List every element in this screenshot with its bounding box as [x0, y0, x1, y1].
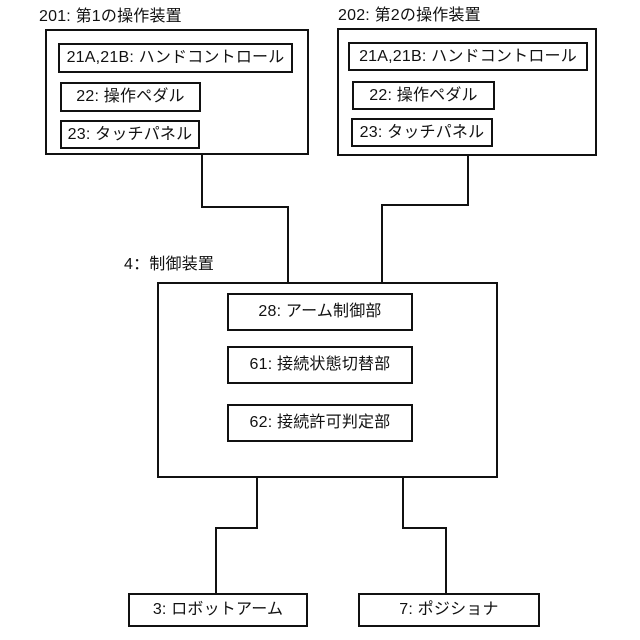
device1-title-label: 201: 第1の操作装置 [39, 8, 182, 25]
device1-item-hand-control: 21A,21B: ハンドコントロール [58, 43, 293, 73]
device2-item-operation-pedal: 22: 操作ペダル [352, 81, 495, 110]
positioner-box: 7: ポジショナ [358, 593, 540, 627]
connector-device1-to-controller [201, 153, 289, 284]
connector-controller-to-robot-arm [215, 476, 258, 595]
controller-box: 28: アーム制御部 61: 接続状態切替部 62: 接続許可判定部 [157, 282, 498, 478]
connector-device2-to-controller [381, 154, 469, 284]
device2-box: 21A,21B: ハンドコントロール 22: 操作ペダル 23: タッチパネル [337, 28, 597, 156]
device1-box: 21A,21B: ハンドコントロール 22: 操作ペダル 23: タッチパネル [45, 29, 309, 155]
controller-item-arm-control: 28: アーム制御部 [227, 293, 413, 331]
controller-item-connection-permission-judge: 62: 接続許可判定部 [227, 404, 413, 442]
robot-arm-box: 3: ロボットアーム [128, 593, 308, 627]
connector-controller-to-positioner [402, 476, 447, 595]
device1-item-touch-panel: 23: タッチパネル [60, 120, 200, 149]
controller-title-label: 4：制御装置 [124, 256, 215, 273]
device2-title-label: 202: 第2の操作装置 [338, 7, 481, 24]
controller-item-connection-state-switch: 61: 接続状態切替部 [227, 346, 413, 384]
device2-item-hand-control: 21A,21B: ハンドコントロール [348, 42, 588, 71]
device2-item-touch-panel: 23: タッチパネル [351, 118, 493, 147]
device1-item-operation-pedal: 22: 操作ペダル [60, 82, 201, 112]
